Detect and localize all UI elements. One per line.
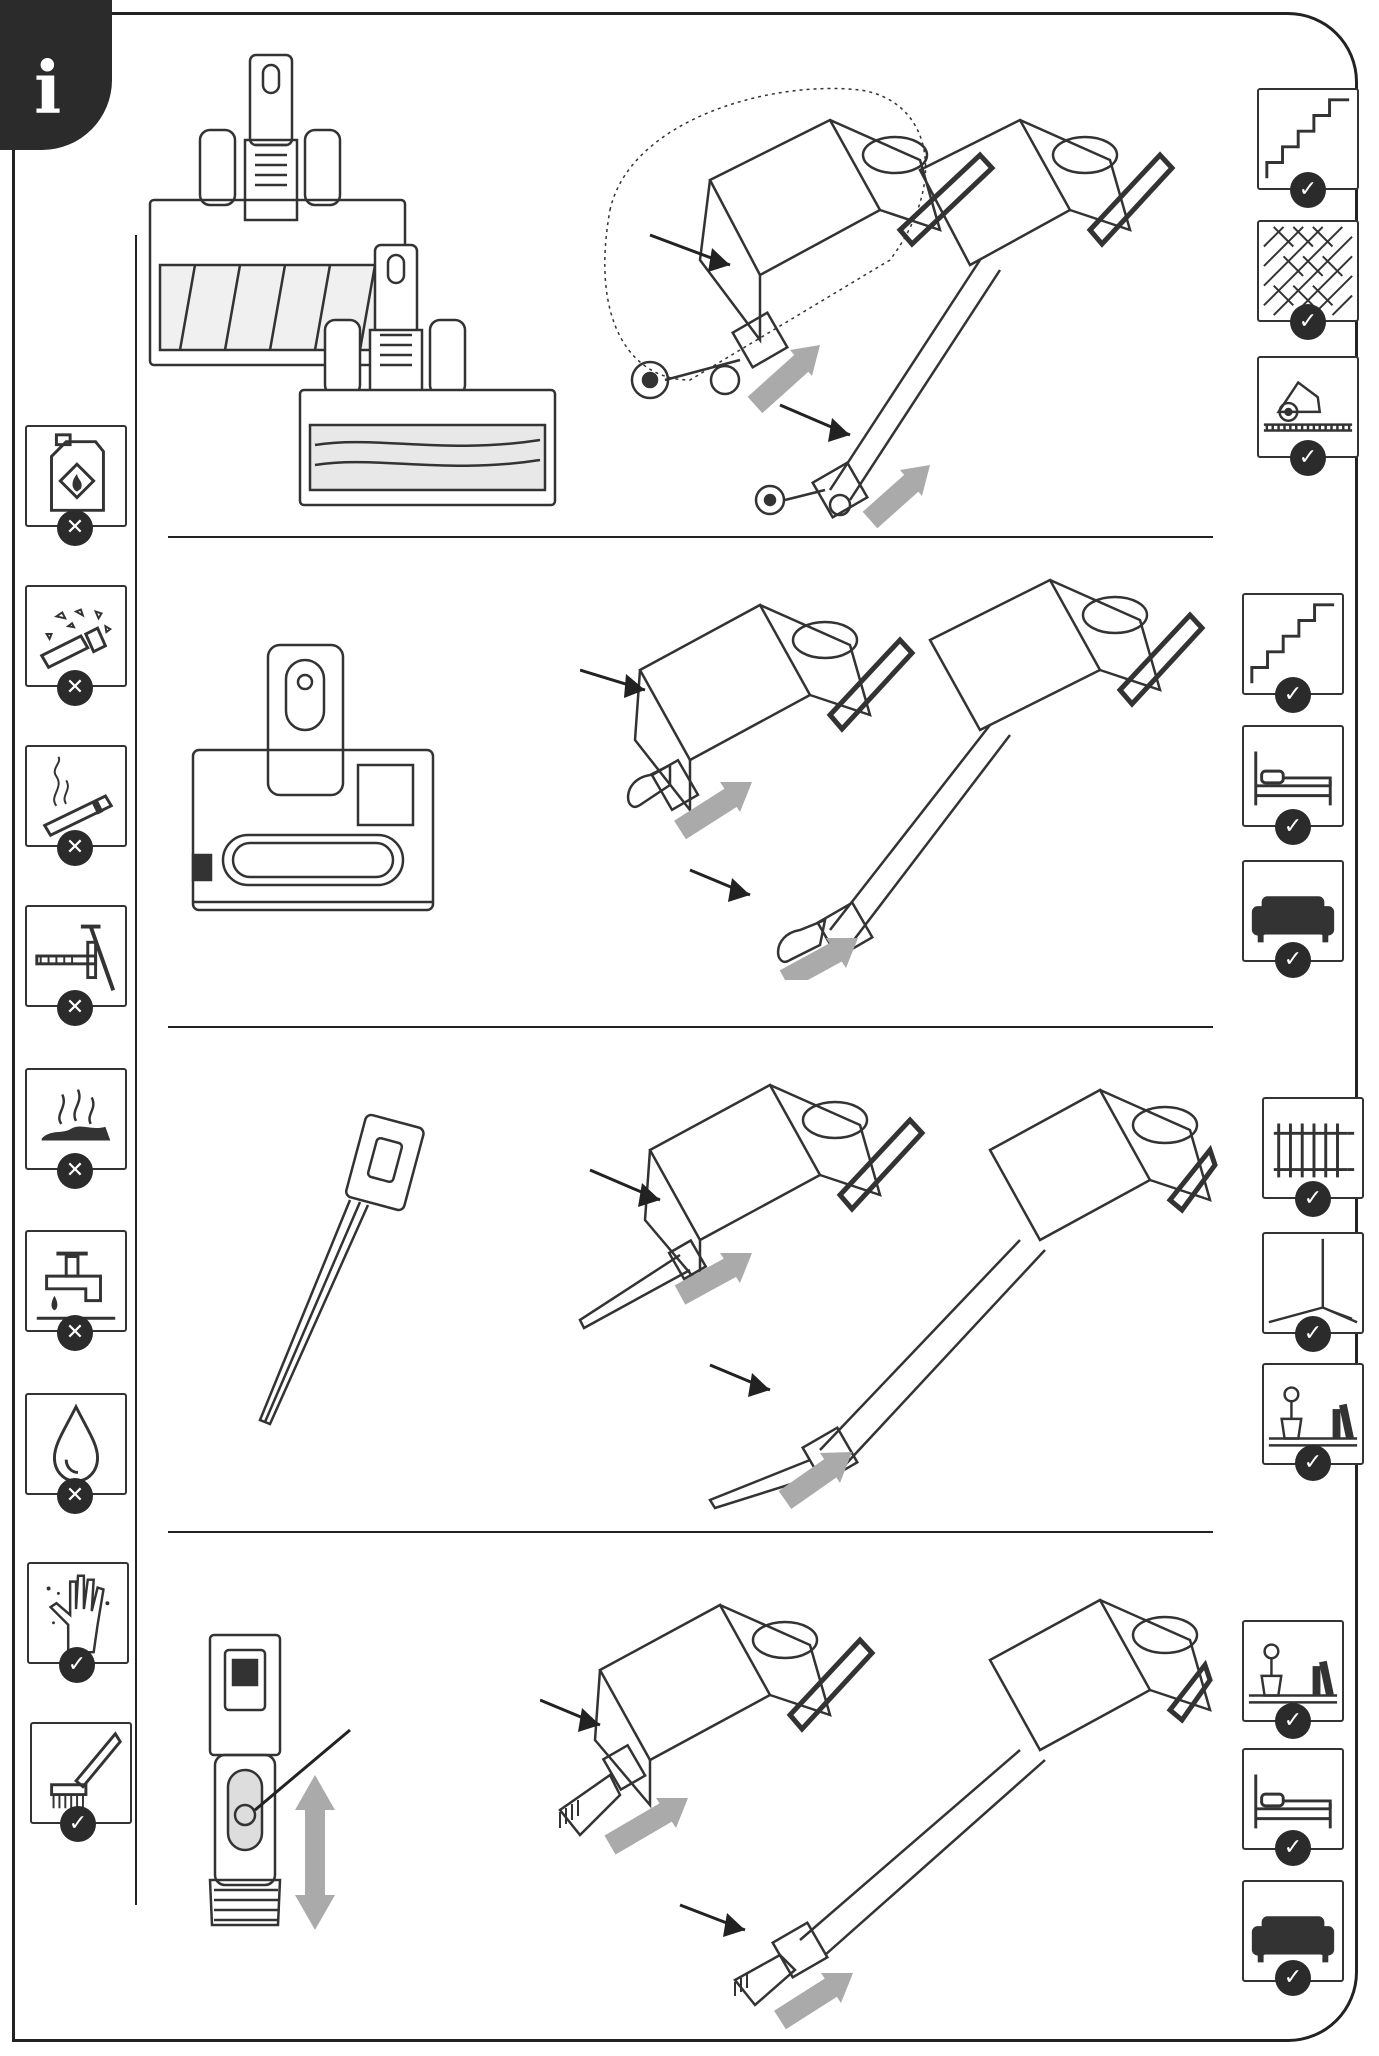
prohibited-badge: ✕ <box>57 1153 93 1189</box>
section-divider-2 <box>168 1026 1213 1028</box>
info-icon: i <box>34 45 62 130</box>
allowed-badge: ✓ <box>1290 172 1326 208</box>
vacuum-mini-brush-drawing <box>580 550 1240 980</box>
page-frame <box>12 12 1358 2042</box>
prohibited-badge: ✕ <box>57 990 93 1026</box>
section-divider-1 <box>168 536 1213 538</box>
prohibited-badge: ✕ <box>57 1315 93 1351</box>
vacuum-brush-nozzle-drawing <box>540 1550 1220 2030</box>
parquet-floor-icon <box>1257 220 1359 322</box>
allowed-badge: ✓ <box>1295 1181 1331 1217</box>
allowed-badge: ✓ <box>1275 1830 1311 1866</box>
allowed-badge: ✓ <box>1295 1316 1331 1352</box>
radiator-icon <box>1262 1097 1364 1199</box>
crevice-tool-drawing <box>250 1110 440 1430</box>
prohibited-badge: ✕ <box>57 830 93 866</box>
allowed-badge: ✓ <box>60 1806 96 1842</box>
prohibited-badge: ✕ <box>57 1478 93 1514</box>
info-tab: i <box>0 0 112 150</box>
allowed-badge: ✓ <box>1275 1960 1311 1996</box>
bed-icon <box>1242 1748 1344 1850</box>
section-divider-3 <box>168 1531 1213 1533</box>
mini-motorized-brush-drawing <box>188 640 443 920</box>
allowed-badge: ✓ <box>1295 1445 1331 1481</box>
allowed-badge: ✓ <box>1290 440 1326 476</box>
prohibited-badge: ✕ <box>57 510 93 546</box>
allowed-badge: ✓ <box>1275 1703 1311 1739</box>
vacuum-floor-brush-drawing <box>590 60 1250 530</box>
brush-nozzle-drawing <box>200 1630 370 1930</box>
allowed-badge: ✓ <box>1275 809 1311 845</box>
allowed-badge: ✓ <box>1290 304 1326 340</box>
prohibited-badge: ✕ <box>57 670 93 706</box>
vacuum-crevice-tool-drawing <box>570 1040 1220 1510</box>
sofa-icon <box>1242 1880 1344 1982</box>
left-divider <box>135 235 137 1905</box>
floor-brush-drawing <box>145 50 565 510</box>
allowed-badge: ✓ <box>59 1647 95 1683</box>
allowed-badge: ✓ <box>1275 677 1311 713</box>
page-frame-left <box>12 145 15 2040</box>
allowed-badge: ✓ <box>1275 942 1311 978</box>
